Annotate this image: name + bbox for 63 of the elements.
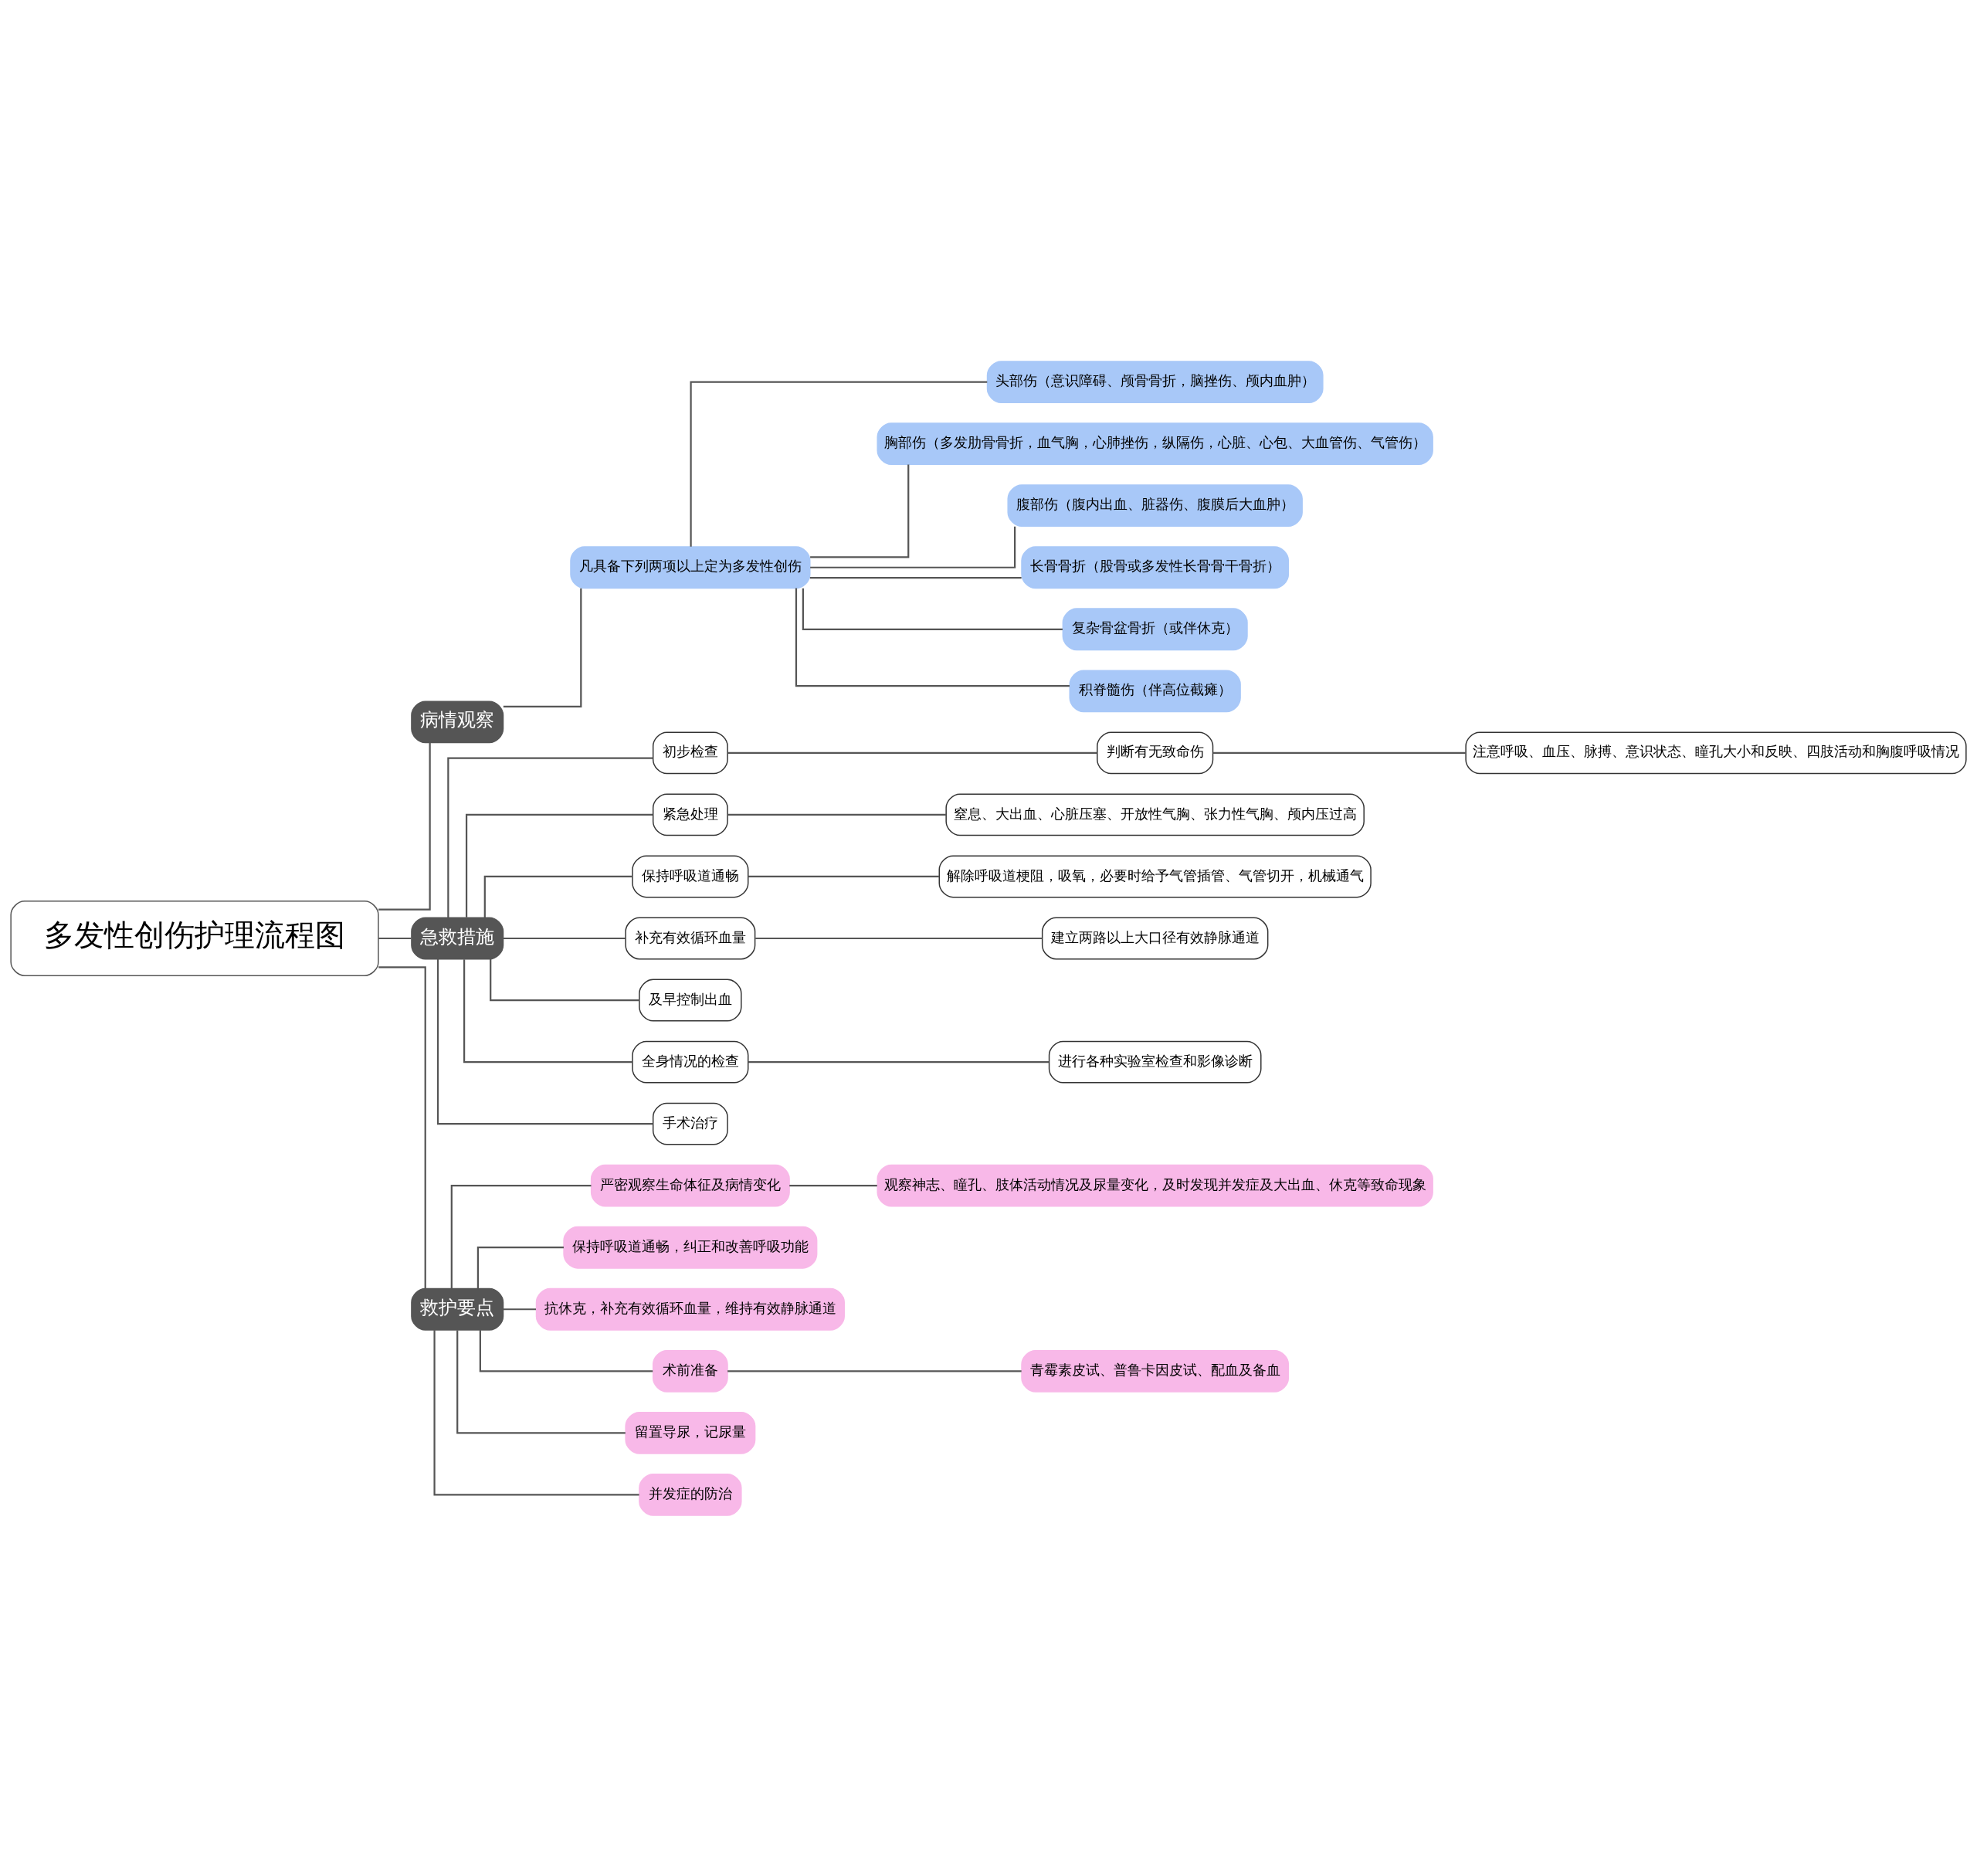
connector bbox=[755, 937, 1043, 939]
connector bbox=[483, 875, 632, 918]
connector bbox=[433, 1329, 639, 1495]
node-box: 救护要点 bbox=[411, 1287, 504, 1331]
node-box: 胸部伤（多发肋骨骨折，血气胸，心肺挫伤，纵隔伤，心脏、心包、大血管伤、气管伤） bbox=[877, 422, 1433, 465]
node-box: 保持呼吸道通畅，纠正和改善呼吸功能 bbox=[563, 1226, 818, 1269]
node-box: 解除呼吸道梗阻，吸氧，必要时给予气管插管、气管切开，机械通气 bbox=[938, 855, 1372, 897]
node-box: 观察神志、瞳孔、肢体活动情况及尿量变化，及时发现并发症及大出血、休克等致命现象 bbox=[877, 1164, 1433, 1207]
node-box: 凡具备下列两项以上定为多发性创伤 bbox=[570, 545, 811, 589]
connector bbox=[748, 875, 940, 877]
connector bbox=[490, 958, 639, 1001]
node-box: 抗休克，补充有效循环血量，维持有效静脉通道 bbox=[535, 1287, 845, 1331]
connector bbox=[476, 1246, 564, 1288]
node-box: 积脊髓伤（伴高位截瘫） bbox=[1069, 669, 1241, 712]
node-box: 长骨骨折（股骨或多发性长骨骨干骨折） bbox=[1021, 545, 1290, 589]
node-box: 补充有效循环血量 bbox=[625, 917, 756, 959]
connector bbox=[727, 1369, 1022, 1372]
connector bbox=[503, 937, 626, 939]
connector bbox=[378, 742, 431, 911]
node-box: 病情观察 bbox=[411, 700, 504, 743]
connector bbox=[727, 813, 947, 816]
connector bbox=[463, 958, 632, 1063]
connector bbox=[795, 587, 1070, 687]
connector bbox=[810, 526, 1016, 568]
connector bbox=[690, 381, 988, 547]
node-box: 术前准备 bbox=[652, 1349, 728, 1393]
connector bbox=[479, 1329, 653, 1372]
connector bbox=[748, 1060, 1050, 1063]
node-box: 留置导尿，记尿量 bbox=[625, 1411, 756, 1454]
connector bbox=[465, 813, 653, 918]
node-box: 严密观察生命体征及病情变化 bbox=[590, 1164, 790, 1207]
node-box: 保持呼吸道通畅 bbox=[632, 855, 749, 897]
node-box: 多发性创伤护理流程图 bbox=[10, 900, 379, 976]
node-box: 头部伤（意识障碍、颅骨骨折，脑挫伤、颅内血肿） bbox=[986, 360, 1324, 403]
node-box: 紧急处理 bbox=[652, 793, 728, 836]
connector bbox=[503, 1308, 536, 1310]
node-box: 建立两路以上大口径有效静脉通道 bbox=[1041, 917, 1269, 959]
node-box: 及早控制出血 bbox=[639, 979, 742, 1021]
node-box: 复杂骨盆骨折（或伴休克） bbox=[1062, 607, 1248, 650]
connector bbox=[436, 958, 653, 1125]
connector bbox=[789, 1184, 877, 1186]
connector bbox=[809, 576, 1022, 578]
node-box: 手术治疗 bbox=[652, 1102, 728, 1145]
connector bbox=[450, 1184, 592, 1288]
node-box: 进行各种实验室检查和影像诊断 bbox=[1048, 1040, 1262, 1083]
node-box: 全身情况的检查 bbox=[632, 1040, 749, 1083]
node-box: 青霉素皮试、普鲁卡因皮试、配血及备血 bbox=[1021, 1349, 1290, 1393]
node-box: 初步检查 bbox=[652, 731, 728, 774]
connector bbox=[1212, 751, 1466, 754]
connector bbox=[378, 965, 426, 1288]
connector bbox=[810, 464, 910, 558]
node-box: 注意呼吸、血压、脉搏、意识状态、瞳孔大小和反映、四肢活动和胸腹呼吸情况 bbox=[1465, 731, 1967, 774]
node-box: 窒息、大出血、心脏压塞、开放性气胸、张力性气胸、颅内压过高 bbox=[945, 793, 1365, 836]
node-box: 并发症的防治 bbox=[639, 1473, 742, 1516]
connector bbox=[503, 588, 582, 707]
connector bbox=[802, 588, 1063, 630]
connector bbox=[447, 756, 653, 918]
connector bbox=[456, 1329, 626, 1433]
connector bbox=[727, 751, 1097, 754]
node-box: 腹部伤（腹内出血、脏器伤、腹膜后大血肿） bbox=[1007, 483, 1303, 527]
connector bbox=[378, 937, 412, 939]
node-box: 急救措施 bbox=[411, 917, 504, 959]
node-box: 判断有无致命伤 bbox=[1097, 731, 1214, 774]
